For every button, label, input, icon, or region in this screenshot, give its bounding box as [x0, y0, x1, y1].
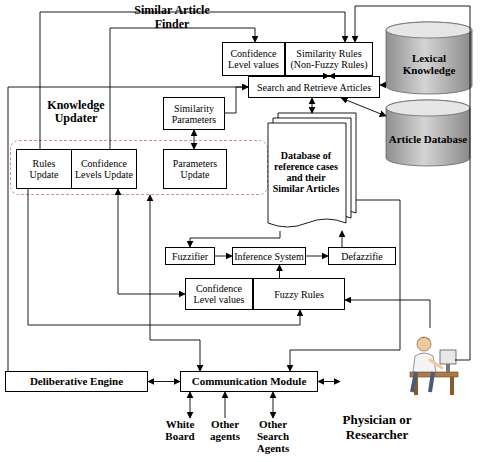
connector-arrow — [225, 87, 248, 113]
connector-arrow — [312, 98, 313, 113]
connector-arrow — [194, 130, 195, 149]
node-text: Fuzzy Rules — [274, 289, 324, 300]
node-text: Rules Update — [17, 158, 71, 180]
node-text: Database of reference cases and their Si… — [270, 150, 342, 194]
process-box: Fuzzifier — [165, 247, 215, 265]
node-text: Article Database — [389, 133, 468, 145]
node-text: White Board — [160, 418, 200, 442]
group-frame: Knowledge UpdaterRules UpdateConfidence … — [10, 140, 268, 195]
process-box: Search and Retrieve Articles — [248, 76, 380, 98]
node-text: Parameters Update — [164, 158, 226, 180]
connector-arrow — [306, 256, 328, 257]
connector-arrow — [342, 231, 343, 247]
node-text: Defazzifie — [341, 251, 383, 262]
module-box: Communication Module — [180, 371, 318, 392]
process-box: Defazzifie — [328, 247, 396, 265]
connector-arrow — [148, 381, 180, 382]
connector-arrow — [28, 189, 300, 325]
connector-arrow — [355, 6, 470, 360]
connector-arrow — [341, 98, 386, 116]
node-text: Inference System — [234, 251, 304, 262]
connector-arrow — [190, 392, 191, 418]
node-text: Confidence Level values — [223, 48, 284, 70]
node-text: Physician or Researcher — [340, 413, 414, 442]
document-stack: Database of reference cases and their Si… — [268, 113, 356, 231]
connector-arrow — [345, 300, 430, 328]
connector-arrow — [273, 392, 274, 418]
confidence-cell: Confidence Level values — [185, 278, 253, 310]
database-cylinder: Lexical Knowledge — [386, 22, 472, 94]
connector-arrow — [118, 189, 185, 294]
node-text: Confidence Level values — [186, 283, 252, 305]
node-text: Deliberative Engine — [30, 375, 123, 387]
process-box: Parameters Update — [163, 149, 227, 189]
agent-label: Other agents — [203, 418, 247, 450]
connector-arrow — [215, 256, 232, 257]
connector-arrow — [225, 392, 226, 418]
node-text: Lexical Knowledge — [386, 52, 472, 76]
confidence-cell: Confidence Level values — [222, 42, 285, 76]
connector-arrow — [279, 265, 280, 278]
engine-box: Deliberative Engine — [5, 371, 148, 392]
connector-arrow — [8, 87, 248, 371]
database-cylinder: Article Database — [386, 100, 470, 166]
group-title: Similar Article Finder — [126, 4, 218, 32]
node-text: Confidence Levels Update — [72, 158, 136, 180]
connector-arrow — [318, 381, 340, 382]
rules-cell: Rules Update — [16, 149, 72, 189]
person-illustration — [410, 337, 458, 395]
node-text: Similarity Rules (Non-Fuzzy Rules) — [286, 48, 372, 70]
node-text: Fuzzifier — [172, 251, 208, 262]
connector-arrow — [290, 200, 400, 371]
connector-arrow — [380, 85, 386, 86]
connector-arrow — [190, 231, 280, 247]
node-text: Other Search Agents — [250, 418, 296, 454]
node-text: Communication Module — [192, 375, 307, 387]
node-text: Search and Retrieve Articles — [257, 82, 371, 93]
agent-label: Other Search Agents — [250, 418, 296, 462]
rules-cell: Fuzzy Rules — [253, 278, 345, 310]
rules-cell: Similarity Rules (Non-Fuzzy Rules) — [285, 42, 373, 76]
process-box: Similarity Parameters — [163, 97, 225, 130]
process-box: Inference System — [232, 247, 306, 265]
node-text: Other agents — [203, 418, 247, 442]
confidence-cell: Confidence Levels Update — [71, 149, 137, 189]
connector-arrow — [110, 28, 255, 149]
actor-node: Physician or Researcher — [340, 328, 455, 442]
agent-label: White Board — [160, 418, 200, 450]
node-text: Similarity Parameters — [164, 103, 224, 125]
connector-arrow — [150, 195, 200, 371]
connector-arrow — [40, 12, 345, 149]
node-text: Knowledge Updater — [36, 99, 116, 125]
